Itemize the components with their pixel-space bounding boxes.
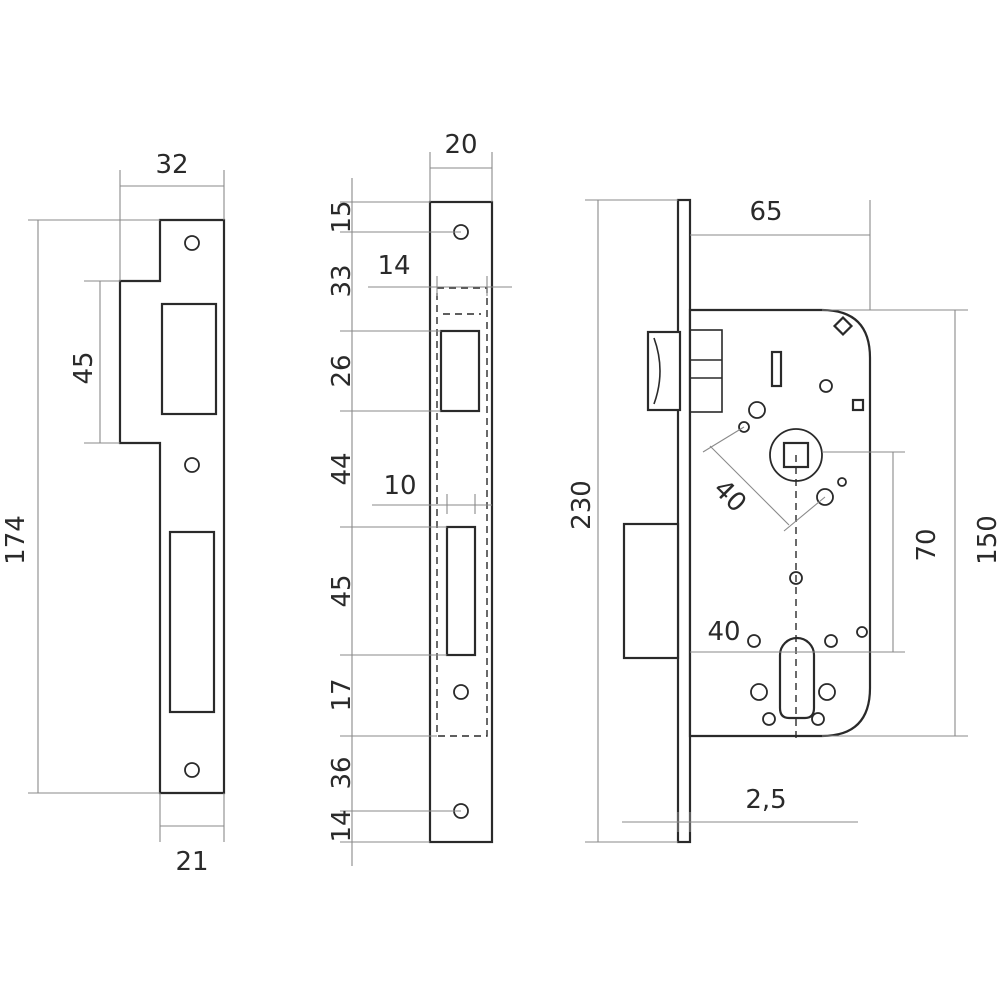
dim-label-cylinder: 40 xyxy=(707,617,740,647)
dim-label-seg-15: 15 xyxy=(327,200,357,233)
cylinder-screw-right-mid xyxy=(818,683,836,701)
dim-label-strike-height: 174 xyxy=(1,515,31,565)
dim-label-faceplate-offset: 14 xyxy=(377,251,410,281)
faceplate: 20 14 10 15 33 26 44 45 17 36 14 xyxy=(327,130,512,866)
rivet-right-edge xyxy=(856,626,868,638)
strike-lower-slot xyxy=(168,530,216,714)
faceplate-latch-opening xyxy=(439,329,481,413)
dim-label-seg-36: 36 xyxy=(327,756,357,789)
cylinder-screw-left-bottom xyxy=(762,712,776,726)
strike-plate: 32 174 45 21 xyxy=(1,150,226,877)
lock-case xyxy=(688,308,872,738)
dim-line-diagonal xyxy=(709,445,790,526)
dim-label-body-height: 150 xyxy=(973,515,1000,565)
lock-faceplate-strip xyxy=(676,198,692,844)
dim-label-seg-45: 45 xyxy=(327,574,357,607)
latch-bolt xyxy=(646,329,723,413)
strike-screw-hole-top xyxy=(184,235,200,251)
dim-label-faceplate-latch: 10 xyxy=(383,471,416,501)
faceplate-bolt-opening xyxy=(445,525,477,657)
dim-label-faceplate-width: 20 xyxy=(444,130,477,160)
cylinder-screw-right-top xyxy=(824,634,838,648)
faceplate-outline xyxy=(428,200,494,844)
square-feature xyxy=(851,398,865,412)
dim-label-backset: 65 xyxy=(749,197,782,227)
dim-label-centre-distance: 70 xyxy=(912,528,942,561)
rivet-mid-small xyxy=(837,477,847,487)
rivet-top-right xyxy=(819,379,833,393)
cylinder-profile xyxy=(778,636,816,720)
slot-feature xyxy=(770,350,783,388)
cylinder-screw-left-mid xyxy=(750,683,768,701)
dead-bolt xyxy=(622,522,680,660)
dim-label-seg-14: 14 xyxy=(327,809,357,842)
faceplate-screw-hole-middle xyxy=(453,684,469,700)
dim-label-strike-cutout: 45 xyxy=(69,351,99,384)
strike-screw-hole-middle xyxy=(184,457,200,473)
faceplate-hidden-outline xyxy=(436,287,488,737)
strike-upper-slot xyxy=(160,302,218,416)
strike-screw-hole-bottom xyxy=(184,762,200,778)
dim-label-seg-44: 44 xyxy=(327,452,357,485)
dim-label-strike-width: 32 xyxy=(155,150,188,180)
dim-label-strike-bottom-width: 21 xyxy=(175,847,208,877)
dim-label-seg-26: 26 xyxy=(327,354,357,387)
cylinder-screw-left-top xyxy=(747,634,761,648)
lock-body: 230 65 150 70 40 40 2,5 xyxy=(567,197,1000,844)
rivet-upper-left xyxy=(748,401,766,419)
dim-label-faceplate-thickness: 2,5 xyxy=(745,785,786,815)
dim-label-seg-33: 33 xyxy=(327,264,357,297)
dim-label-seg-17: 17 xyxy=(327,678,357,711)
dim-label-body-total-height: 230 xyxy=(567,480,597,530)
corner-feature xyxy=(832,315,854,337)
cylinder-screw-right-bottom xyxy=(811,712,825,726)
